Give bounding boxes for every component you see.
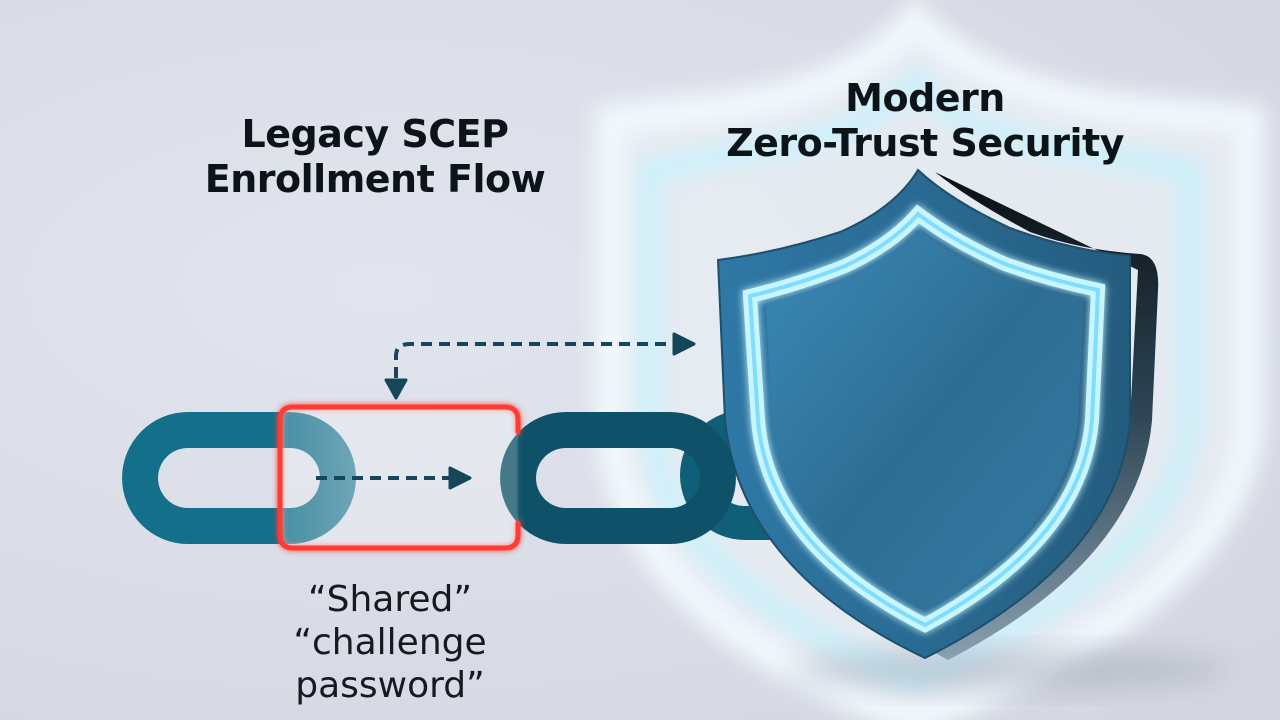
zero-trust-shield-icon [716, 168, 1159, 660]
legacy-title-line2: Enrollment Flow [204, 156, 546, 201]
zero-trust-title: Modern Zero-Trust Security [690, 76, 1160, 166]
caption-line2: “challenge [293, 622, 487, 664]
zero-trust-title-line1: Modern [845, 76, 1005, 120]
redirect-arrow-to-shield [384, 332, 696, 400]
flow-arrow-inner [316, 466, 472, 490]
shared-challenge-password-caption: “Shared” “challenge password” [250, 578, 530, 708]
shield-shadow [790, 648, 1230, 692]
legacy-title-line1: Legacy SCEP [241, 112, 509, 156]
caption-line3: password” [295, 665, 485, 707]
zero-trust-title-line2: Zero-Trust Security [726, 120, 1124, 165]
legacy-scep-title: Legacy SCEP Enrollment Flow [170, 112, 580, 202]
caption-line1: “Shared” [307, 579, 473, 620]
chain-link-right [500, 412, 736, 544]
